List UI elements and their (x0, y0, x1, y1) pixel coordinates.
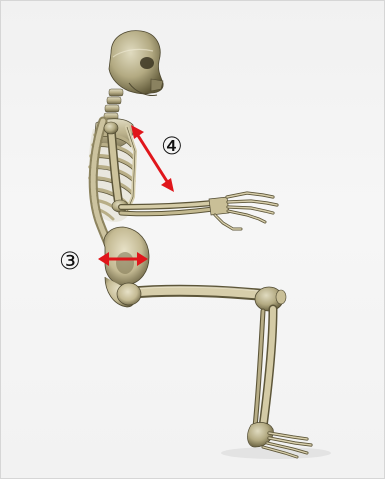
neck-vertebrae (104, 89, 123, 120)
thigh-bone (117, 283, 263, 305)
marker-4-label: ④ (161, 132, 183, 160)
floor-shadow (221, 447, 331, 459)
hand (209, 193, 277, 229)
lower-leg (255, 309, 273, 427)
forearm (121, 203, 213, 214)
marker-3-label: ③ (59, 247, 81, 275)
skull (109, 31, 163, 96)
